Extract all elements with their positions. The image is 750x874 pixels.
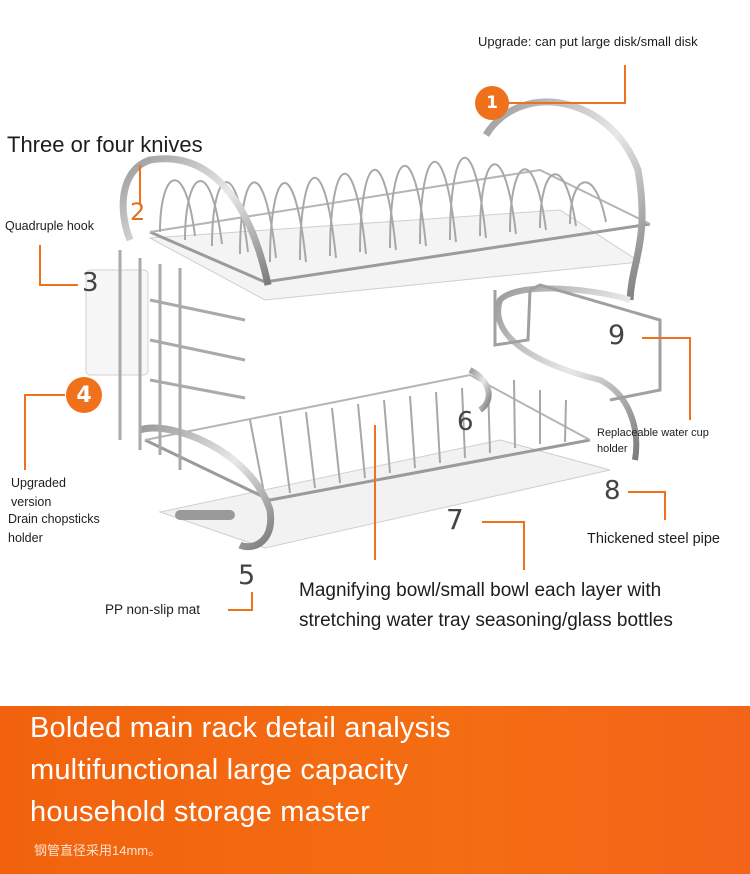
label-upgraded: Upgraded bbox=[11, 476, 66, 490]
promo-banner: Bolded main rack detail analysis multifu… bbox=[0, 706, 750, 874]
lower-bowl-wires bbox=[249, 379, 567, 499]
marker-3: 3 bbox=[82, 268, 99, 298]
label-water-cup-1: Replaceable water cup bbox=[597, 427, 709, 439]
banner-small-note: 钢管直径采用14mm。 bbox=[34, 843, 162, 858]
left-frame-tube bbox=[119, 155, 272, 286]
knife-holder-wires bbox=[118, 250, 246, 470]
label-mat: PP non-slip mat bbox=[105, 602, 201, 617]
marker-4-badge: 4 bbox=[66, 377, 102, 413]
upper-plate-wires bbox=[159, 157, 607, 263]
banner-line-3: household storage master bbox=[30, 796, 371, 828]
marker-5: 5 bbox=[238, 560, 256, 591]
label-steel-pipe: Thickened steel pipe bbox=[587, 531, 720, 547]
label-water-cup-2: holder bbox=[597, 443, 628, 455]
marker-1-badge: 1 bbox=[475, 86, 509, 120]
label-upgrade: Upgrade: can put large disk/small disk bbox=[478, 34, 698, 49]
label-holder: holder bbox=[8, 531, 43, 545]
banner-line-2: multifunctional large capacity bbox=[30, 754, 409, 786]
label-bowl-2: stretching water tray seasoning/glass bo… bbox=[299, 610, 673, 631]
marker-6: 6 bbox=[457, 407, 474, 437]
chopstick-cup bbox=[85, 269, 149, 376]
banner-line-1: Bolded main rack detail analysis bbox=[30, 712, 451, 744]
label-version: version bbox=[11, 495, 52, 509]
label-hook: Quadruple hook bbox=[5, 219, 94, 233]
label-drain: Drain chopsticks bbox=[8, 512, 100, 526]
lower-rack-rail bbox=[144, 438, 591, 502]
cup-holder bbox=[493, 283, 662, 402]
leader-lines bbox=[24, 65, 691, 611]
marker-7: 7 bbox=[446, 503, 464, 536]
right-frame-tube bbox=[483, 98, 646, 301]
dish-rack-illustration bbox=[24, 65, 691, 611]
marker-2: 2 bbox=[130, 198, 146, 226]
label-bowl-1: Magnifying bowl/small bowl each layer wi… bbox=[299, 580, 662, 601]
marker-8: 8 bbox=[604, 476, 621, 506]
marker-9: 9 bbox=[608, 320, 626, 351]
label-knives: Three or four knives bbox=[7, 132, 203, 157]
